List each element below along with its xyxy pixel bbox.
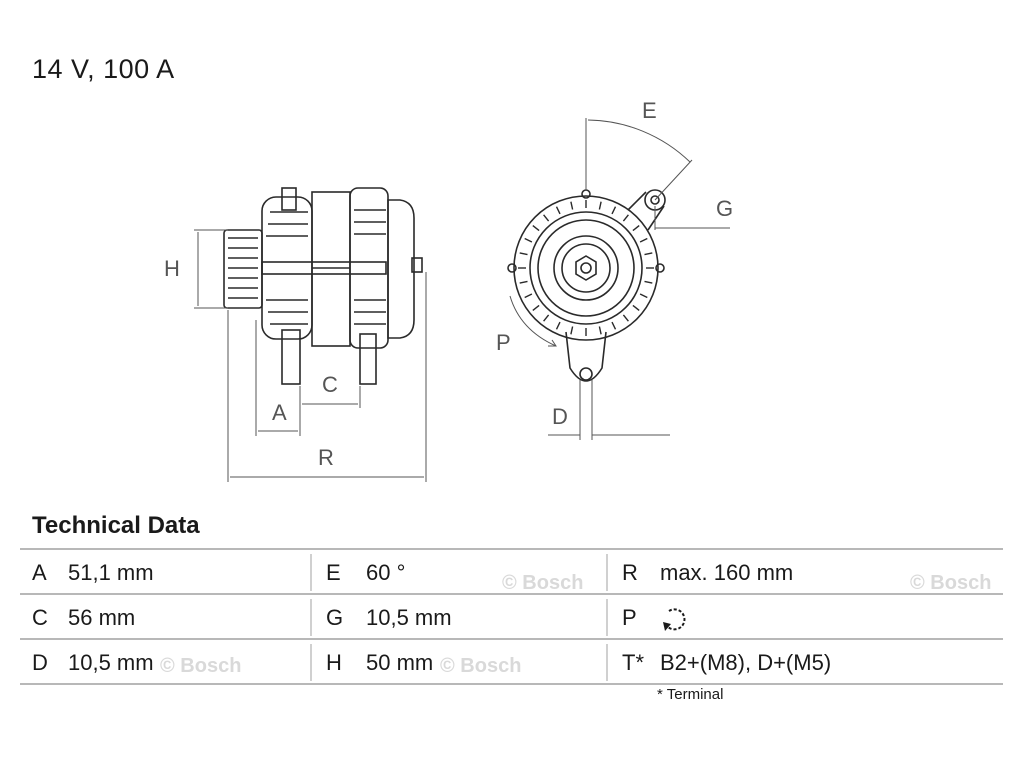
spec-key: R: [622, 560, 638, 585]
front-view-vents: [518, 200, 654, 336]
vent-slot: [611, 206, 617, 215]
front-housing: [261, 196, 313, 340]
dim-label-d: D: [552, 404, 568, 429]
vent-slot: [519, 280, 528, 284]
page-title: 14 V, 100 A: [32, 54, 175, 84]
front-view-dimensions: [509, 118, 730, 440]
spec-key: P: [622, 605, 637, 630]
dim-label-p: P: [496, 330, 511, 355]
front-view: [507, 189, 666, 382]
vent-slot: [644, 280, 653, 284]
column-divider: [310, 644, 312, 681]
mount-foot-rear: [359, 333, 377, 385]
spec-key: G: [326, 605, 344, 630]
vent-slot: [639, 237, 648, 243]
mount-foot-front: [281, 329, 301, 385]
spec-value: [660, 595, 690, 638]
spec-key: E: [326, 560, 341, 585]
vent-slot: [622, 314, 629, 322]
vent-slot: [543, 314, 550, 322]
terminal-footnote: * Terminal: [657, 686, 724, 703]
column-divider: [606, 554, 608, 591]
column-divider: [310, 554, 312, 591]
rotation-direction-icon: [663, 608, 686, 632]
stator: [311, 191, 351, 347]
vent-slot: [543, 214, 550, 222]
vent-slot: [555, 321, 561, 330]
dim-label-a: A: [272, 400, 287, 425]
pulley: [223, 229, 263, 309]
dimension-letters: H C A R E G P D: [164, 98, 733, 470]
spec-value: 56 mm: [68, 605, 136, 630]
vent-slot: [532, 304, 540, 311]
dim-label-r: R: [318, 445, 334, 470]
vent-slot: [570, 326, 574, 335]
vent-slot: [598, 326, 602, 335]
vent-slot: [524, 293, 533, 299]
vent-slot: [555, 206, 561, 215]
housing-outline: [513, 195, 659, 341]
spec-key: T*: [622, 650, 644, 675]
side-view: [223, 187, 423, 385]
vent-slot: [519, 252, 528, 256]
vent-slot: [611, 321, 617, 330]
vent-slot: [639, 293, 648, 299]
spec-value: 10,5 mm: [68, 650, 154, 675]
side-view-dimensions: [194, 229, 427, 482]
dim-label-e: E: [642, 98, 657, 123]
alternator-drawing: H C A R E G P D: [164, 98, 733, 482]
rear-cover: [387, 199, 415, 339]
vent-slot: [632, 225, 640, 232]
shaft-nut: [575, 255, 597, 281]
spec-value: B2+(M8), D+(M5): [660, 650, 832, 675]
dim-label-c: C: [322, 372, 338, 397]
column-divider: [606, 644, 608, 681]
spec-key: C: [32, 605, 48, 630]
vent-slot: [524, 237, 533, 243]
vent-slot: [570, 201, 574, 210]
spec-value: max. 160 mm: [660, 560, 794, 585]
spec-key: H: [326, 650, 342, 675]
spec-key: A: [32, 560, 47, 585]
spec-value: 10,5 mm: [366, 605, 452, 630]
bottom-mount-foot: [565, 331, 607, 382]
vent-slot: [598, 201, 602, 210]
vent-slot: [622, 214, 629, 222]
vent-slot: [532, 225, 540, 232]
table-row: A 51,1 mm E 60 ° R max. 160 mm: [20, 548, 1003, 593]
column-divider: [310, 599, 312, 636]
spec-value: 50 mm: [366, 650, 434, 675]
spec-key: D: [32, 650, 48, 675]
spec-value: 51,1 mm: [68, 560, 154, 585]
column-divider: [606, 599, 608, 636]
technical-data-table: A 51,1 mm E 60 ° R max. 160 mm C 56 mm G…: [20, 548, 1003, 685]
dim-label-h: H: [164, 256, 180, 281]
table-row: D 10,5 mm H 50 mm T* B2+(M8), D+(M5): [20, 638, 1003, 685]
table-row: C 56 mm G 10,5 mm P: [20, 593, 1003, 638]
technical-data-title: Technical Data: [32, 512, 200, 539]
dim-label-g: G: [716, 196, 733, 221]
vent-slot: [632, 304, 640, 311]
spec-value: 60 °: [366, 560, 406, 585]
pulley-hub: [553, 235, 619, 301]
vent-slot: [644, 252, 653, 256]
